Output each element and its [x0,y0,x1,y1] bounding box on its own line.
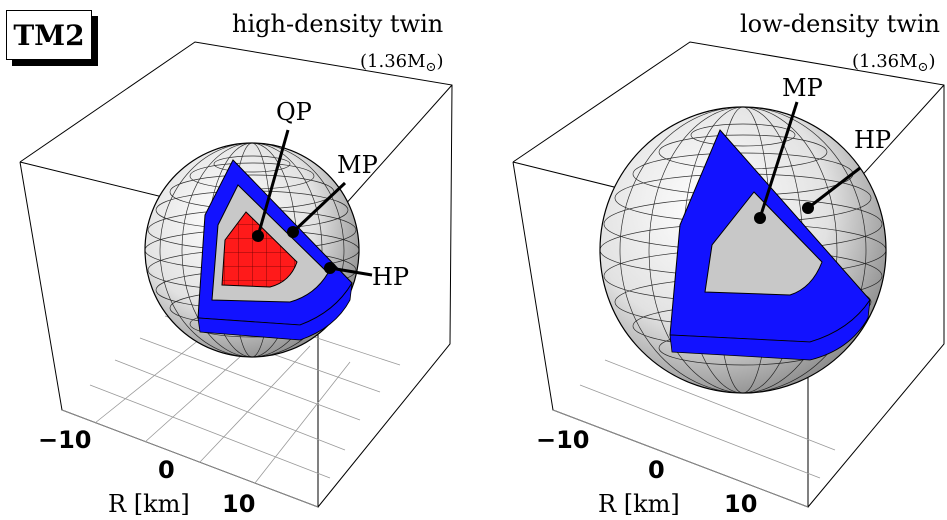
model-tag: TM2 [6,10,92,60]
qp-marker [252,230,264,242]
label-hp: HP [372,263,409,291]
star-sphere [599,106,887,394]
panel-title: low-density twin [740,10,940,38]
tick-neg10: −10 [38,426,92,454]
mass-label: (1.36M⊙) [360,51,443,75]
label-qp: QP [276,98,312,126]
tick-0: 0 [158,456,175,484]
leaders [758,101,861,219]
label-hp: HP [854,126,891,154]
mp-marker [287,226,299,238]
label-mp: MP [337,151,378,179]
star-sphere [144,142,360,358]
tick-10: 10 [724,490,757,518]
qp-core [221,211,298,288]
hp-band [197,282,353,341]
panel-high-density: QP MP HP high-density twin (1.36M⊙) −10 … [19,10,453,518]
floor-grid [61,295,401,508]
tick-neg10: −10 [536,426,590,454]
hp-band [669,299,871,361]
mass-label: (1.36M⊙) [852,51,935,75]
leaders [256,129,373,277]
panel-low-density: MP HP low-density twin (1.36M⊙) −10 0 10… [512,10,945,518]
tick-10: 10 [222,490,255,518]
hp-marker [802,202,814,214]
axis-label: R [km] [108,490,190,518]
floor-grid [552,359,836,508]
label-mp: MP [782,74,823,102]
mp-marker [754,212,766,224]
tick-0: 0 [648,456,665,484]
hp-marker [324,262,336,274]
panel-title: high-density twin [232,10,443,38]
axis-label: R [km] [598,490,680,518]
mp-core [704,191,823,296]
